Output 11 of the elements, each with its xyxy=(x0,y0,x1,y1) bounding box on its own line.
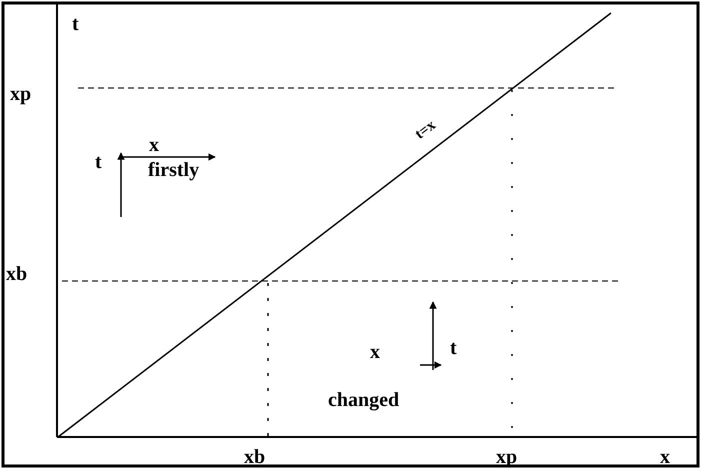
axis-label: x xyxy=(660,447,670,467)
tick-label: xb xyxy=(244,447,266,467)
tick-label: xb xyxy=(6,264,28,284)
axis-label: t xyxy=(95,152,102,172)
axis-label: x xyxy=(149,135,159,155)
axis-label: x xyxy=(370,342,380,362)
axis-label: t xyxy=(450,338,457,358)
axis-label: t xyxy=(72,14,79,34)
region-label: firstly xyxy=(148,160,200,180)
region-label: changed xyxy=(328,390,400,410)
tick-label: xp xyxy=(10,84,32,104)
